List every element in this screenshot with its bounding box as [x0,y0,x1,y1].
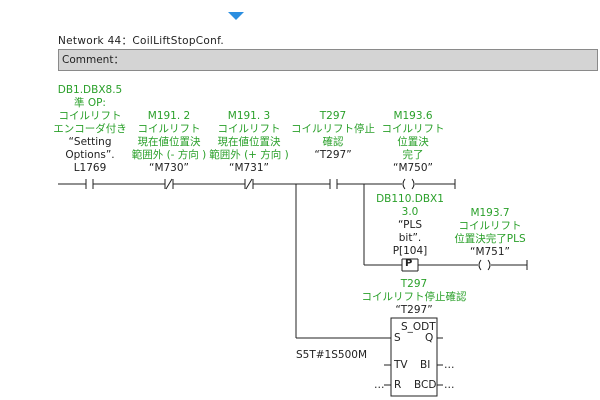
timer-label[interactable]: T297 コイルリフト停止確認 “T297” [354,278,474,317]
contact-4-desc-2: 確認 [322,136,344,148]
pin-bi-output[interactable]: … [444,359,455,371]
network-title: Network 44：CoilLiftStopConf. [58,35,224,47]
contact-4-address: T297 [319,110,347,122]
coil-2-desc-1: コイルリフト [458,220,522,232]
coil-1-desc-3: 完了 [402,149,424,161]
edge-marker[interactable]: P [405,258,413,269]
edge-symbol-1: “PLS [398,219,422,231]
contact-3-address: M191. 3 [227,110,271,122]
coil-1-desc-1: コイルリフト [381,123,445,135]
pin-r: R [394,379,402,391]
contact-4-label[interactable]: T297 コイルリフト停止 確認 “T297” [288,110,378,162]
contact-1-symbol-2: Options”. [65,149,115,161]
contact-3-label[interactable]: M191. 3 コイルリフト 現在値位置決 範囲外 (+ 方向 ) “M731” [204,110,294,175]
pin-bcd-output[interactable]: … [444,379,455,391]
edge-symbol-2: bit”. [398,232,422,244]
pin-q: Q [425,332,434,344]
timer-address: T297 [400,278,428,290]
comment-label: Comment： [62,54,124,66]
contact-1-label[interactable]: DB1.DBX8.5 準 OP: コイルリフト エンコーダ付き “Setting… [50,84,130,175]
edge-symbol-3: P[104] [392,245,428,257]
contact-3-desc-1: コイルリフト [217,123,281,135]
pin-bi: BI [420,359,431,371]
coil-1-desc-2: 位置決 [397,136,429,148]
contact-2-desc-2: 現在値位置決 [137,136,201,148]
contact-1-desc-1: 準 OP: [74,97,106,109]
coil-2-label[interactable]: M193.7 コイルリフト 位置決完了PLS “M751” [440,207,540,259]
coil-2-address: M193.7 [470,207,510,219]
edge-label[interactable]: DB110.DBX1 3.0 “PLS bit”. P[104] [375,193,445,258]
contact-3-symbol: “M731” [229,162,269,174]
contact-1-symbol-3: L1769 [73,162,107,174]
pin-tv: TV [394,359,408,371]
comment-box[interactable]: Comment： [58,49,598,71]
coil-1-address: M193.6 [393,110,433,122]
contact-4-desc-1: コイルリフト停止 [291,123,375,135]
contact-1-desc-3: エンコーダ付き [53,123,127,135]
contact-2-desc-3: 範囲外 (- 方向 ) [131,149,207,161]
coil-2-desc-2: 位置決完了PLS [454,233,526,245]
pin-r-input[interactable]: … [374,379,385,391]
contact-3-desc-2: 現在値位置決 [217,136,281,148]
contact-2-desc-1: コイルリフト [137,123,201,135]
contact-2-label[interactable]: M191. 2 コイルリフト 現在値位置決 範囲外 (- 方向 ) “M730” [124,110,214,175]
contact-1-desc-2: コイルリフト [58,110,122,122]
edge-address-1: DB110.DBX1 [376,193,444,205]
contact-3-desc-3: 範囲外 (+ 方向 ) [209,149,289,161]
contact-2-address: M191. 2 [147,110,191,122]
contact-1-symbol-1: “Setting [68,136,112,148]
timer-name: コイルリフト停止確認 [361,291,467,303]
pin-s: S [394,332,401,344]
coil-1-label[interactable]: M193.6 コイルリフト 位置決 完了 “M750” [368,110,458,175]
edge-address-2: 3.0 [401,206,419,218]
contact-2-symbol: “M730” [149,162,189,174]
timer-preset[interactable]: S5T#1S500M [296,349,368,361]
contact-4-symbol: “T297” [314,149,352,161]
pin-bcd: BCD [414,379,437,391]
coil-2-symbol: “M751” [470,246,510,258]
timer-symbol: “T297” [395,304,433,316]
timer-type[interactable]: S_ODT [401,321,436,333]
contact-1-address: DB1.DBX8.5 [57,84,123,96]
collapse-arrow-icon[interactable] [228,12,244,20]
coil-1-symbol: “M750” [393,162,433,174]
